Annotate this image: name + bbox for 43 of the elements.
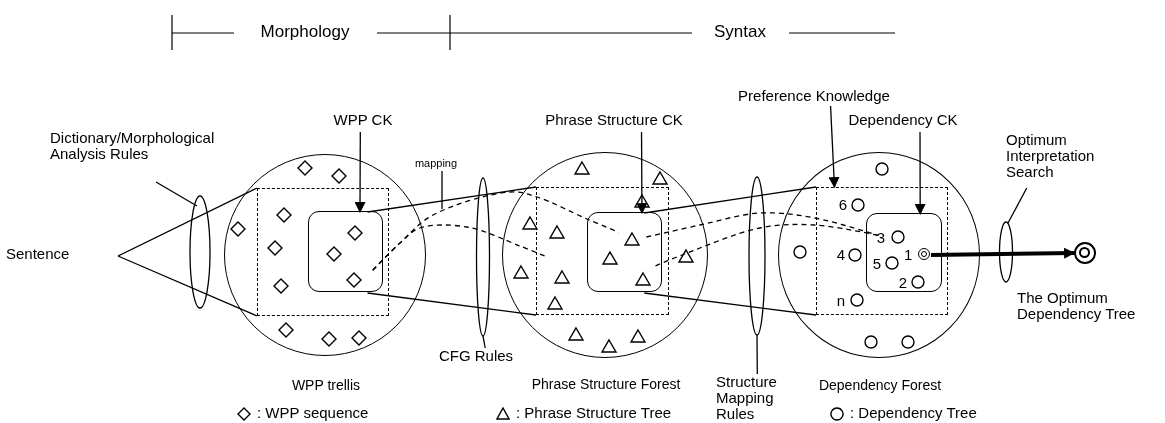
leader-line <box>756 334 758 375</box>
legend-text: : Phrase Structure Tree <box>516 405 672 421</box>
leader-line <box>155 181 198 207</box>
tree-number: 6 <box>838 197 848 213</box>
leader-line <box>441 170 443 210</box>
set-caption: Dependency Forest <box>817 377 943 393</box>
tree-number: 3 <box>876 230 886 246</box>
input-label: Sentence <box>6 246 118 266</box>
ck-label: Dependency CK <box>818 112 988 132</box>
ck-label: WPP CK <box>318 112 408 132</box>
connector-line <box>643 186 817 214</box>
legend-text: : Dependency Tree <box>850 405 977 421</box>
leader-line <box>482 335 486 349</box>
leader-line <box>1007 187 1028 224</box>
connector-line <box>117 255 258 317</box>
arrow <box>914 131 926 216</box>
rules-label: Dictionary/Morphological Analysis Rules <box>50 130 262 182</box>
connector-line <box>643 292 817 316</box>
stage-label: Syntax <box>714 24 766 40</box>
arrow <box>354 131 366 214</box>
connector-line <box>366 186 537 213</box>
connector-line <box>366 292 537 316</box>
knowledge-label: Preference Knowledge <box>722 88 906 106</box>
legend-text: : WPP sequence <box>257 405 369 421</box>
arrow <box>636 131 648 215</box>
tree-number: 4 <box>836 247 846 263</box>
rules-label: Structure Mapping Rules <box>716 374 802 422</box>
tree-number: n <box>836 293 846 309</box>
tree-number: 5 <box>872 256 882 272</box>
tree-number: 2 <box>898 275 908 291</box>
arrow <box>930 247 1076 259</box>
set-caption: Phrase Structure Forest <box>530 376 682 392</box>
search-label: Optimum Interpretation Search <box>1006 132 1128 188</box>
tree-number: 1 <box>904 247 914 264</box>
set-caption: WPP trellis <box>290 377 362 393</box>
rules-label: CFG Rules <box>430 348 522 366</box>
stage-label: Morphology <box>260 24 350 40</box>
ck-label: Phrase Structure CK <box>528 112 700 132</box>
result-caption: The Optimum Dependency Tree <box>1017 290 1137 322</box>
mapping-label: mapping <box>406 155 466 171</box>
connector-line <box>117 187 258 257</box>
arrow <box>828 105 840 189</box>
mapping-line <box>654 223 879 267</box>
